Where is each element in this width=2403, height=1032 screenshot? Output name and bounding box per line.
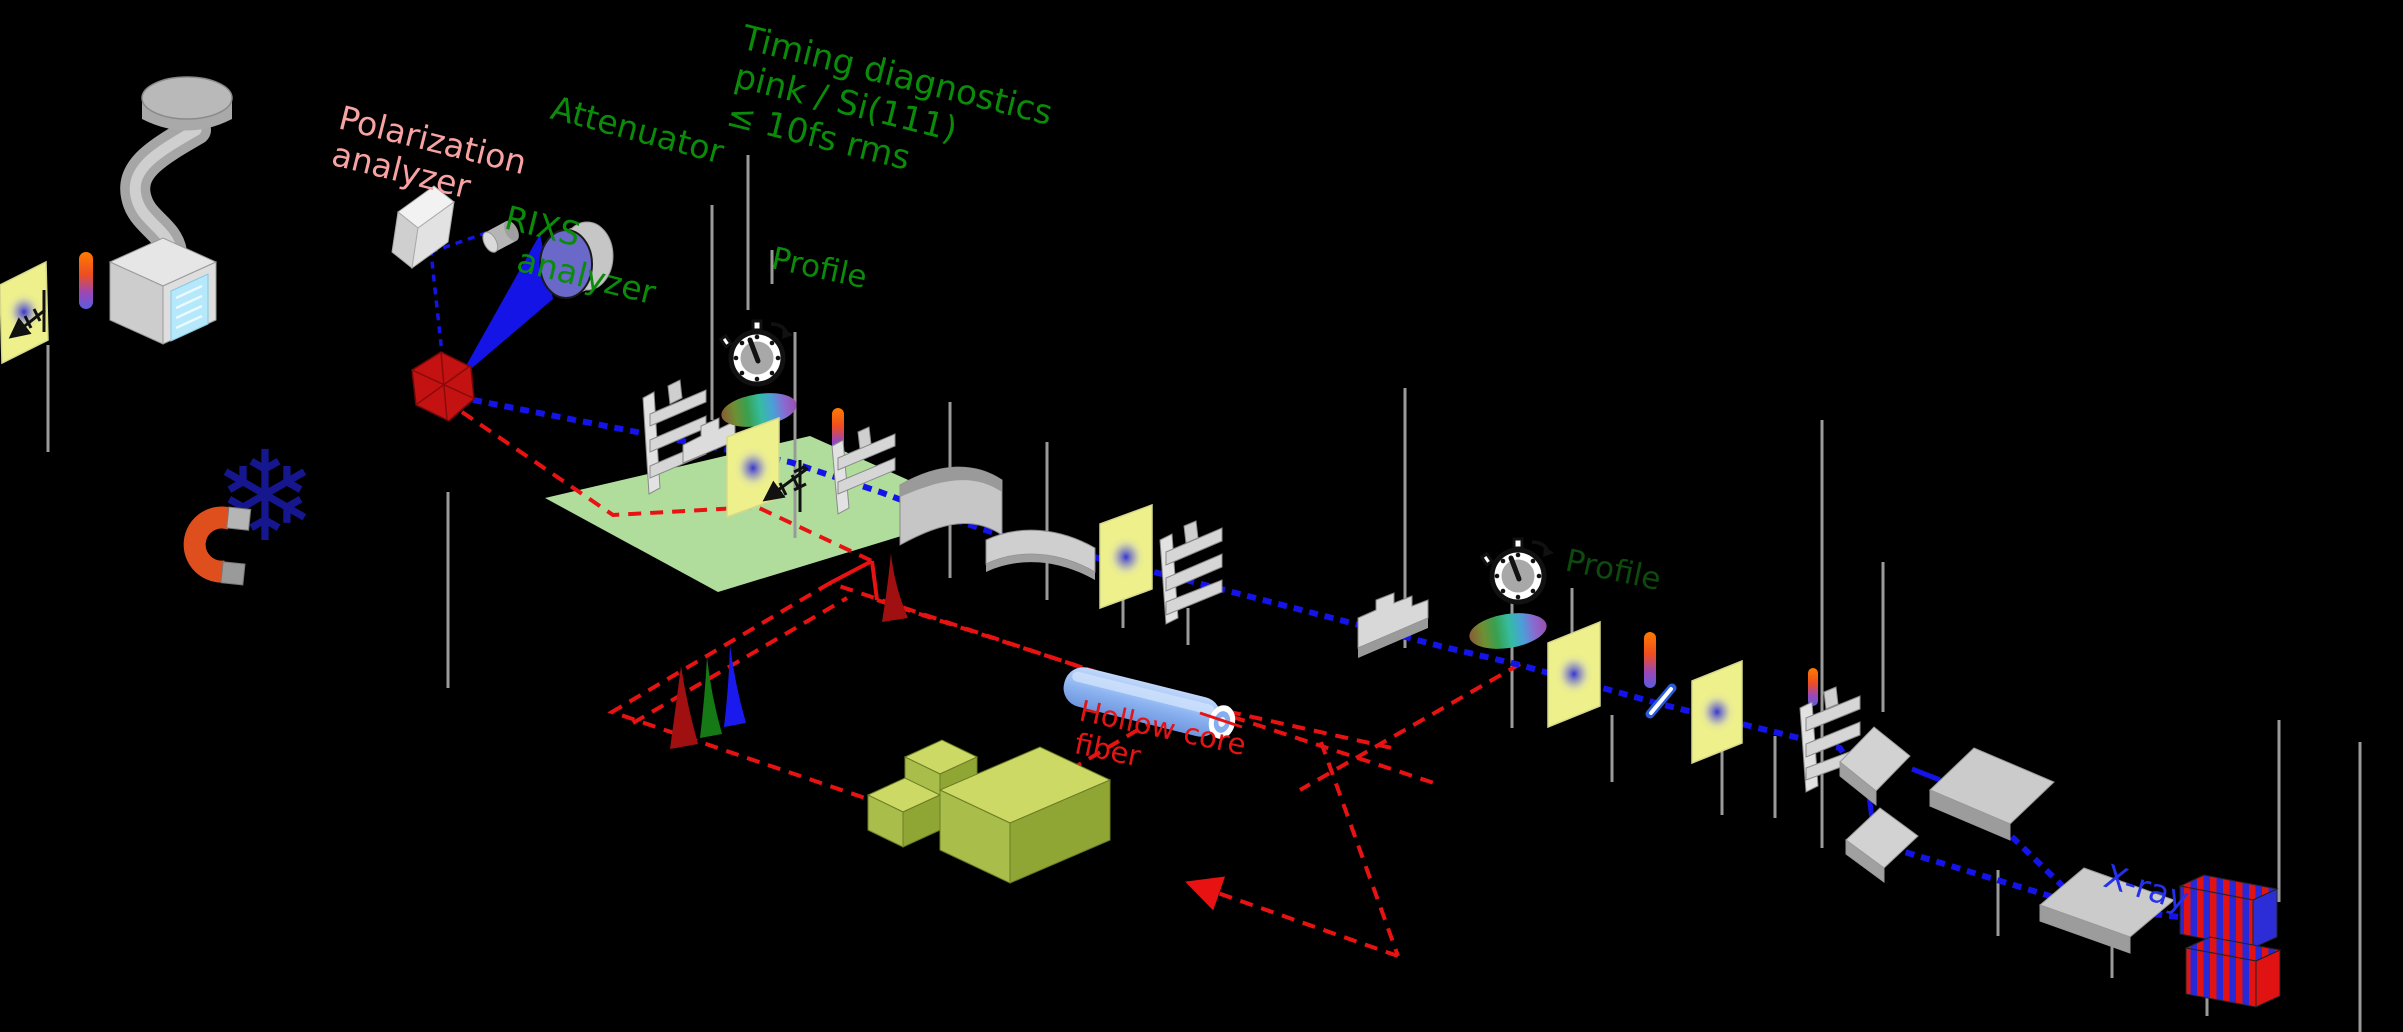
profile-screen-left [0, 260, 49, 365]
detector-cube [108, 237, 218, 345]
xray-scatter-2 [430, 231, 487, 254]
magnet-pole-bottom [220, 561, 246, 586]
laser-box-large [938, 746, 1112, 884]
pulse-peak-red-small [882, 553, 908, 622]
laser-inner-line [631, 596, 849, 725]
robot-shoulder-cap [141, 76, 233, 120]
laser-sample-line [460, 410, 873, 563]
profile-label-right: Profile [1562, 543, 1664, 598]
attenuator-comb-1 [642, 379, 707, 495]
detector-screen [170, 273, 209, 342]
pulse-peaks [670, 553, 908, 749]
detector-screen-trace [175, 284, 203, 330]
gradient-rod [79, 252, 93, 309]
mirror-block-upper [1929, 747, 2055, 841]
magnet-icon [183, 506, 252, 586]
curved-mirror-pair [899, 466, 1096, 580]
rainbow-disk-right [1469, 613, 1547, 649]
beam-blob [1699, 692, 1735, 732]
stopwatch-icon-left [721, 321, 793, 384]
slit-comb-4 [1799, 686, 1861, 793]
sample-facets [411, 351, 474, 421]
scatter-cone [458, 234, 553, 380]
profile-screen-4 [1547, 620, 1601, 729]
xray-branch-a [1911, 766, 1941, 783]
pulse-peak-green [700, 657, 722, 738]
xray-lower-beam [1874, 840, 2189, 921]
magnet-horseshoe [183, 506, 236, 583]
laser-box-small-front [866, 777, 942, 848]
manipulator-axes-icon [8, 290, 46, 339]
waveplate-slash [1645, 683, 1677, 719]
sample-body [411, 351, 475, 422]
pulse-peak-blue [724, 645, 746, 727]
laser-spur [829, 559, 873, 585]
undulator-blue-face [2252, 888, 2278, 949]
fiber-core-beam [1199, 711, 1243, 729]
labels: Polarization analyzer Attenuator RIXS an… [328, 18, 2193, 919]
step-grating-2 [1357, 592, 1429, 658]
fiber-highlight [1072, 671, 1215, 715]
polarization-crystal [391, 185, 455, 270]
attenuator-label: Attenuator [547, 88, 728, 172]
rixs-lens [539, 221, 614, 299]
pulse-peak-red [670, 666, 698, 749]
sample-crystal [411, 351, 475, 422]
stopwatch-icon-right [1482, 539, 1554, 602]
beam-blob [734, 447, 772, 489]
timing-diagnostics-label: Timing diagnostics pink / Si(111) ≤ 10fs… [723, 18, 1057, 179]
manipulator-axes-icon [762, 460, 809, 512]
snowflake-icon: ❄ [213, 425, 318, 570]
mirror-block-lower [2039, 867, 2175, 954]
laser-loop-spur-right [1184, 700, 1393, 750]
undulator-top-jaw [2178, 874, 2279, 949]
undulator-bottom-jaw [2184, 936, 2282, 1008]
hollow-core-fiber [1063, 667, 1243, 739]
offset-mirror-upper [1839, 726, 1911, 807]
beam-blob [1555, 653, 1593, 695]
gradient-flame-2 [1644, 632, 1656, 688]
profile-label-left: Profile [768, 241, 870, 296]
laser-return-line [1185, 876, 1399, 958]
robot-arm-highlight [129, 124, 202, 258]
step-grating-1 [682, 417, 736, 464]
magnet-pole-top [226, 506, 252, 531]
crystal-right [411, 200, 455, 270]
offset-mirror-lower [1845, 807, 1919, 883]
beam-blob [1107, 536, 1145, 578]
curved-mirror-lower-side [986, 554, 1095, 580]
curved-mirror-upper-top [900, 467, 1002, 497]
gradient-flame-3 [1808, 668, 1818, 706]
profile-screen-5 [1691, 659, 1743, 765]
laser-amplifier-boxes [866, 739, 1112, 884]
xray-branch-b [1963, 789, 2084, 907]
undulator [2178, 874, 2282, 1008]
robot-arm [120, 76, 233, 267]
laser-right-drop [1319, 741, 1400, 957]
slit-comb-3 [1159, 520, 1223, 625]
timing-comb-2 [831, 426, 896, 515]
undulator-red-face [2255, 949, 2281, 1008]
detector-cylinder [482, 220, 519, 253]
lens-front [539, 229, 593, 299]
laser-drop [870, 560, 879, 601]
offset-mirrors [1839, 726, 2175, 954]
profile-screen-2 [1099, 503, 1153, 610]
